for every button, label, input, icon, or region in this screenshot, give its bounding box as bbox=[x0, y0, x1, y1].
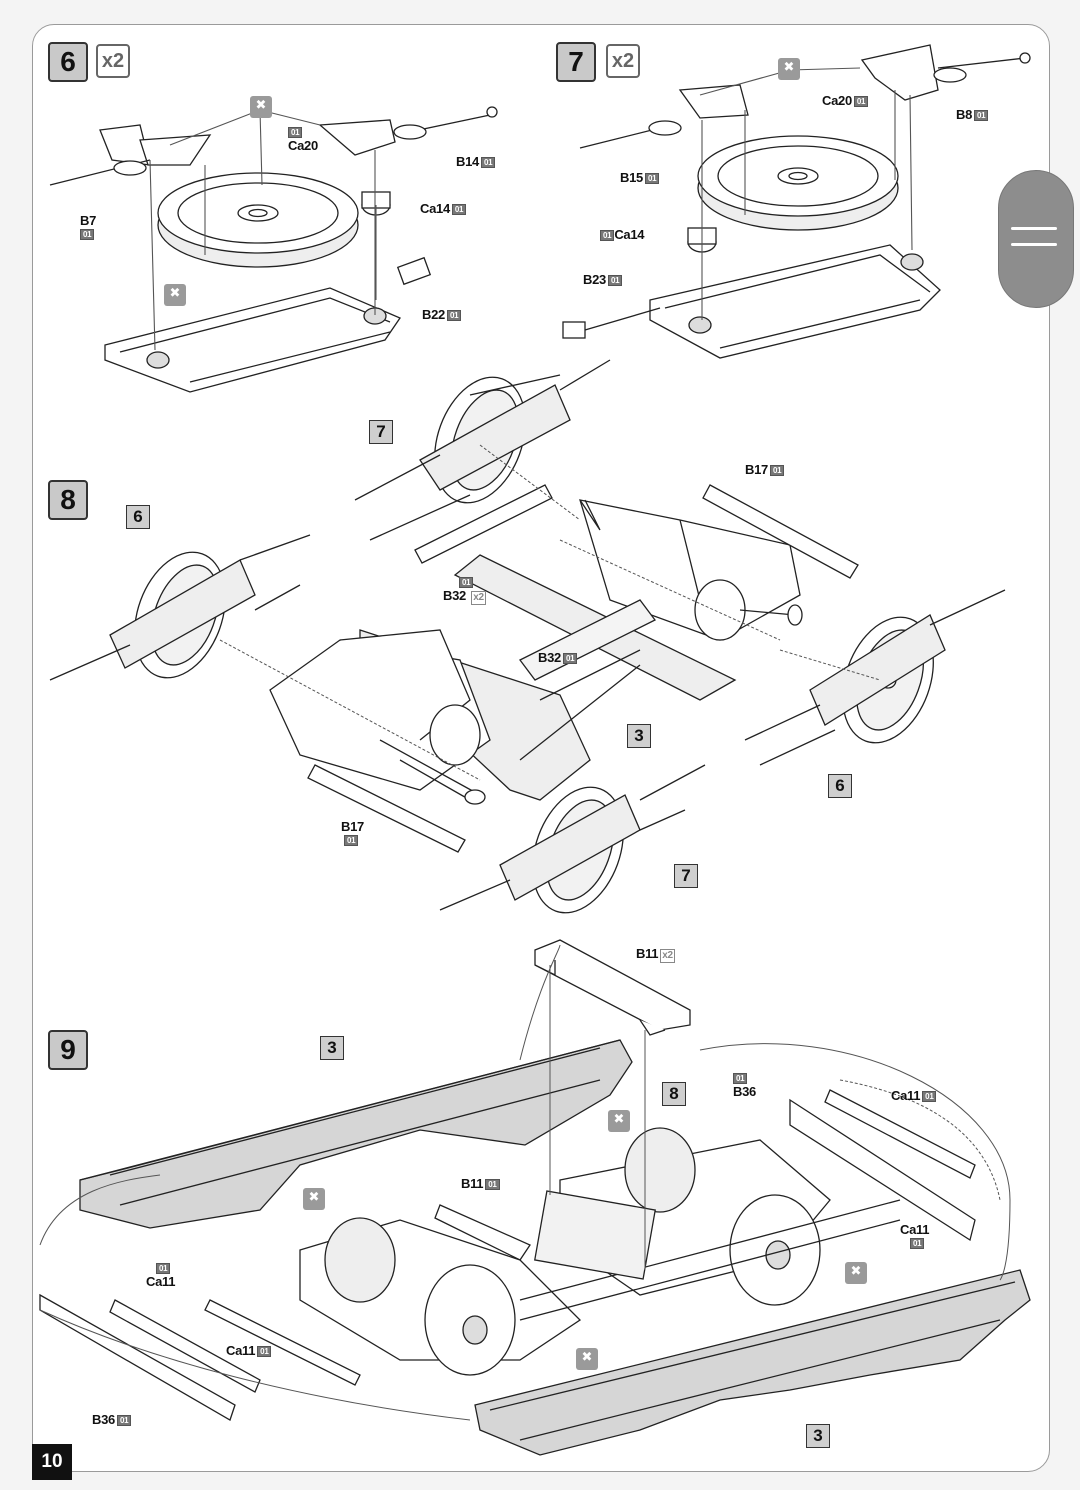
subassembly-ref-8: 8 bbox=[662, 1082, 686, 1106]
page-number: 10 bbox=[32, 1444, 72, 1480]
glue-icon bbox=[164, 284, 186, 306]
step8-bogie-assembly bbox=[49, 359, 1006, 914]
step9-frame-assembly bbox=[39, 939, 1031, 1456]
step6-brake-assembly bbox=[49, 106, 498, 393]
glue-icon bbox=[778, 58, 800, 80]
step-number-6: 6 bbox=[48, 42, 88, 82]
glue-icon bbox=[576, 1348, 598, 1370]
glue-icon bbox=[250, 96, 272, 118]
part-label: 01 Ca11 bbox=[146, 1263, 176, 1289]
subassembly-ref-7: 7 bbox=[369, 420, 393, 444]
part-label: 01 B36 bbox=[733, 1073, 756, 1099]
glue-icon bbox=[303, 1188, 325, 1210]
glue-icon bbox=[845, 1262, 867, 1284]
step-multiplier-6: x2 bbox=[96, 44, 130, 78]
subassembly-ref-3: 3 bbox=[320, 1036, 344, 1060]
subassembly-ref-6: 6 bbox=[126, 505, 150, 529]
step-number-9: 9 bbox=[48, 1030, 88, 1070]
part-label: 01 Ca20 bbox=[288, 127, 318, 153]
part-label: B17 01 bbox=[341, 819, 364, 846]
subassembly-ref-7: 7 bbox=[674, 864, 698, 888]
subassembly-ref-3: 3 bbox=[627, 724, 651, 748]
part-label: Ca11 01 bbox=[900, 1222, 930, 1249]
step-number-8: 8 bbox=[48, 480, 88, 520]
part-label: B7 01 bbox=[80, 213, 97, 240]
step7-brake-assembly bbox=[562, 44, 1031, 359]
side-menu-tab[interactable] bbox=[998, 170, 1074, 308]
menu-icon bbox=[1011, 227, 1057, 230]
step-multiplier-7: x2 bbox=[606, 44, 640, 78]
subassembly-ref-6: 6 bbox=[828, 774, 852, 798]
subassembly-ref-3: 3 bbox=[806, 1424, 830, 1448]
glue-icon bbox=[608, 1110, 630, 1132]
part-label: 01 B32 x2 bbox=[443, 577, 486, 605]
step-number-7: 7 bbox=[556, 42, 596, 82]
menu-icon bbox=[1011, 243, 1057, 246]
